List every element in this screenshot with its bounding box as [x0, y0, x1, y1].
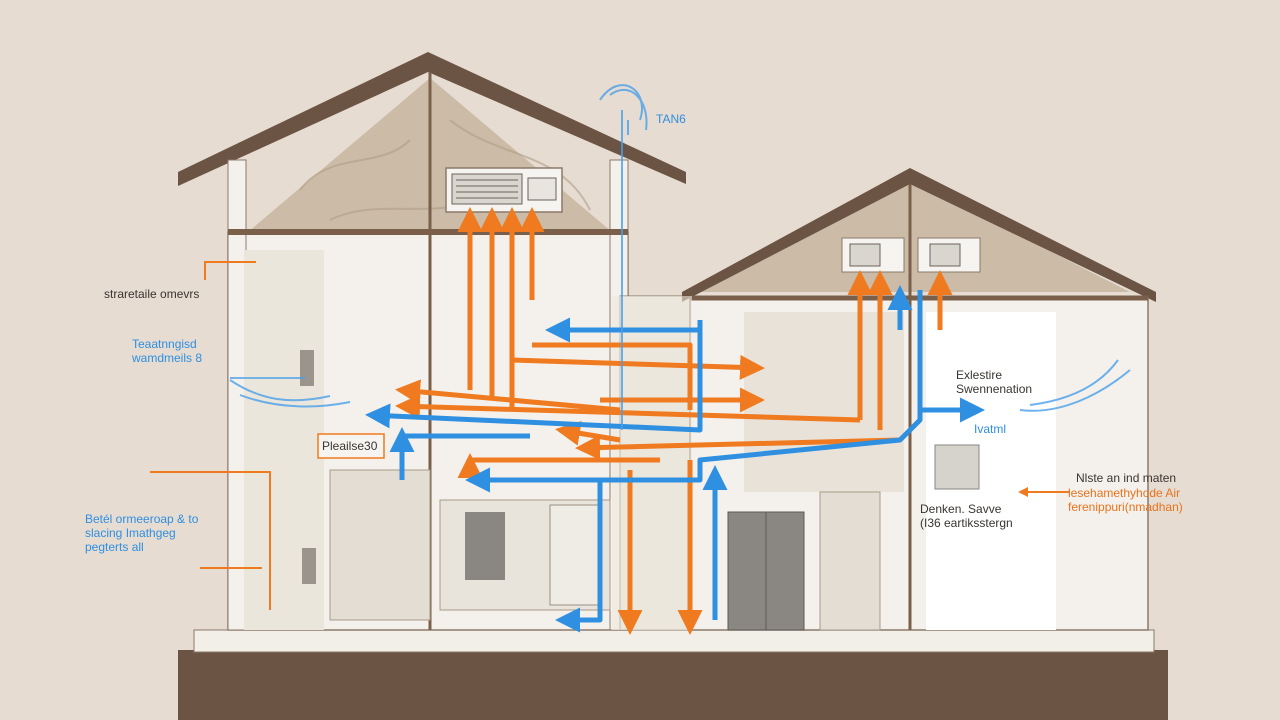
leader-lines [150, 261, 1070, 610]
right-attic [700, 180, 1130, 292]
label-left-lower: Betél ormeeroap & to slacing Imathgeg pe… [85, 512, 199, 554]
label-right-blue: Ivatml [974, 422, 1007, 436]
label-right-lower-dark: Nlste an ind maten [1076, 471, 1177, 485]
stove-icon [465, 512, 505, 580]
foundation [193, 629, 1155, 653]
label-right-lower-orange: lesehamethyhode Air ferenippuri(nmadhan) [1068, 486, 1183, 514]
wall-ac-unit-icon [445, 167, 563, 213]
label-right-mid: Denken. Savve (I36 eartiksstergn [920, 502, 1013, 530]
label-top-right-unit: TAN6 [656, 112, 686, 126]
ground-slab [178, 650, 1168, 720]
radiator-icon [934, 444, 980, 490]
label-left-blue: Teaatnngisd wamdmeils 8 [132, 337, 203, 365]
warm-airflow [395, 207, 953, 635]
label-right-upper: Exlestire Swennenation [956, 368, 1033, 396]
mini-split-unit-icon [841, 237, 905, 273]
left-house [178, 52, 686, 631]
cool-airflow [365, 285, 985, 633]
label-left-box: Pleailse30 [322, 439, 378, 453]
refrigerator-icon [549, 504, 601, 606]
mini-split-unit-icon [917, 237, 981, 273]
left-box-frame [317, 433, 385, 459]
air-wisps [229, 84, 1131, 412]
label-left-upper: straretaile omevrs [104, 287, 200, 301]
